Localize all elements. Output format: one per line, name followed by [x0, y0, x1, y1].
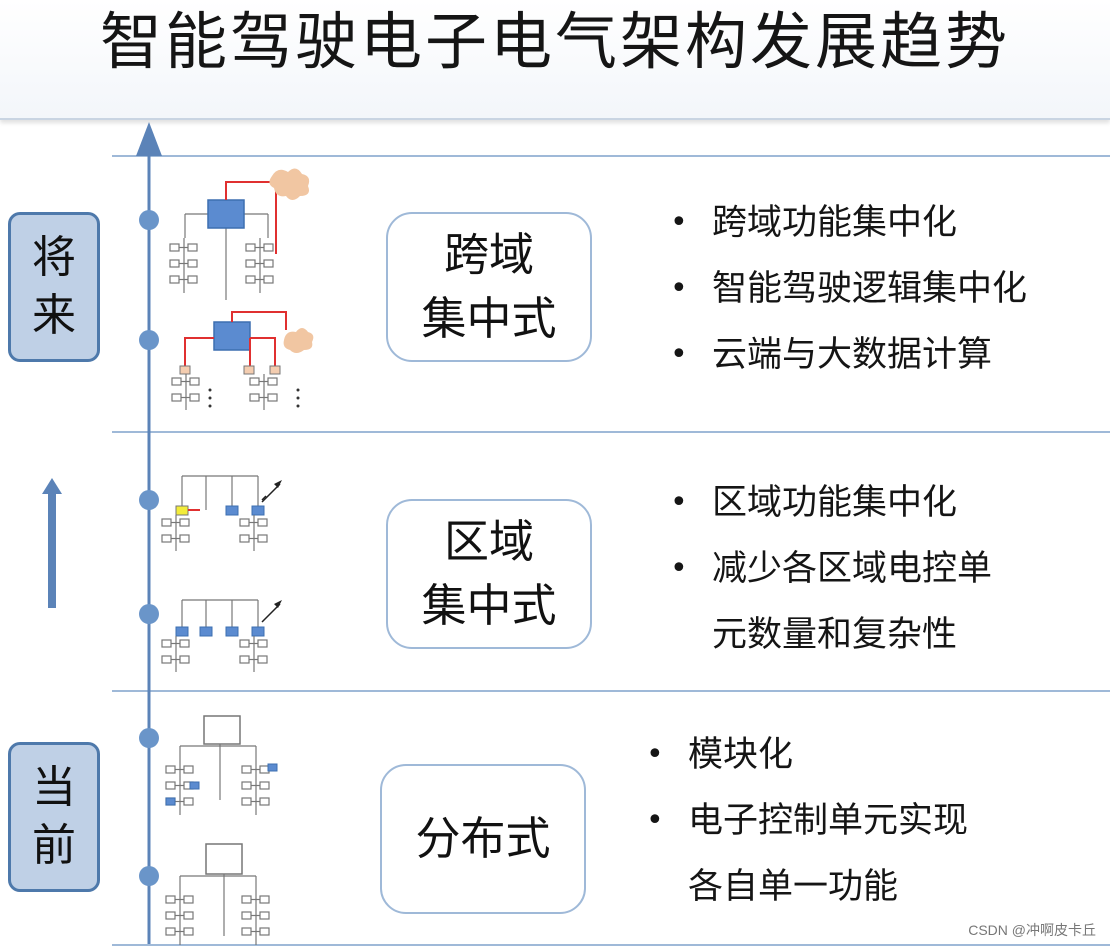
- tier-divider-top: [112, 155, 1110, 157]
- bullet-item: 跨域功能集中化: [666, 190, 1027, 256]
- stage-name-line: 跨域: [443, 228, 534, 281]
- stage-name-line: 分布式: [415, 812, 551, 865]
- timeline-dot: [139, 490, 159, 510]
- timeline-dot: [139, 866, 159, 886]
- timeline-axis: [136, 122, 162, 944]
- bullet-item: 云端与大数据计算: [666, 322, 1027, 388]
- current-label-char: 当: [32, 762, 76, 813]
- timeline-dot: [139, 330, 159, 350]
- title-bar: 智能驾驶电子电气架构发展趋势: [0, 0, 1110, 120]
- tier-divider-base: [112, 944, 1110, 946]
- distributed-sketch-1: [165, 715, 278, 816]
- cross-domain-sketch-1: [169, 168, 310, 300]
- tier-divider-middle: [112, 431, 1110, 433]
- cross-domain-sketch-2: [171, 311, 314, 411]
- bullet-item-continuation: 元数量和复杂性: [712, 615, 958, 655]
- up-arrow-icon: [42, 478, 62, 608]
- timeline-dot: [139, 604, 159, 624]
- bullet-item: 模块化: [642, 722, 968, 788]
- bullet-item-continuation: 各自单一功能: [688, 867, 899, 907]
- zonal-sketch-1: [161, 475, 282, 552]
- current-label-char: 前: [32, 820, 76, 871]
- timeline-dot: [139, 728, 159, 748]
- bullet-item: 智能驾驶逻辑集中化: [666, 256, 1027, 322]
- future-label-char: 将: [32, 232, 76, 283]
- stage-distributed-bullets: 模块化 电子控制单元实现 各自单一功能: [642, 722, 968, 920]
- stage-name-line: 区域: [443, 515, 534, 568]
- timeline-dot: [139, 210, 159, 230]
- bullet-item: 电子控制单元实现: [642, 788, 968, 854]
- bullet-item: 区域功能集中化: [666, 470, 992, 536]
- stage-cross-domain-bullets: 跨域功能集中化 智能驾驶逻辑集中化 云端与大数据计算: [666, 190, 1027, 388]
- watermark: CSDN @冲啊皮卡丘: [968, 922, 1096, 938]
- bullet-item: 减少各区域电控单: [666, 536, 992, 602]
- current-label: 当 前: [8, 742, 100, 892]
- stage-zonal-bullets: 区域功能集中化 减少各区域电控单 元数量和复杂性: [666, 470, 992, 668]
- distributed-sketch-2: [165, 843, 270, 946]
- page-title: 智能驾驶电子电气架构发展趋势: [99, 5, 1010, 78]
- stage-name-line: 集中式: [421, 579, 557, 632]
- future-label-char: 来: [32, 290, 76, 341]
- tier-divider-bottom: [112, 690, 1110, 692]
- future-label: 将 来: [8, 212, 100, 362]
- stage-cross-domain-box: 跨域 集中式: [386, 212, 592, 362]
- stage-name-line: 集中式: [421, 292, 557, 345]
- zonal-sketch-2: [161, 599, 282, 673]
- stage-zonal-box: 区域 集中式: [386, 499, 592, 649]
- stage-distributed-box: 分布式: [380, 764, 586, 914]
